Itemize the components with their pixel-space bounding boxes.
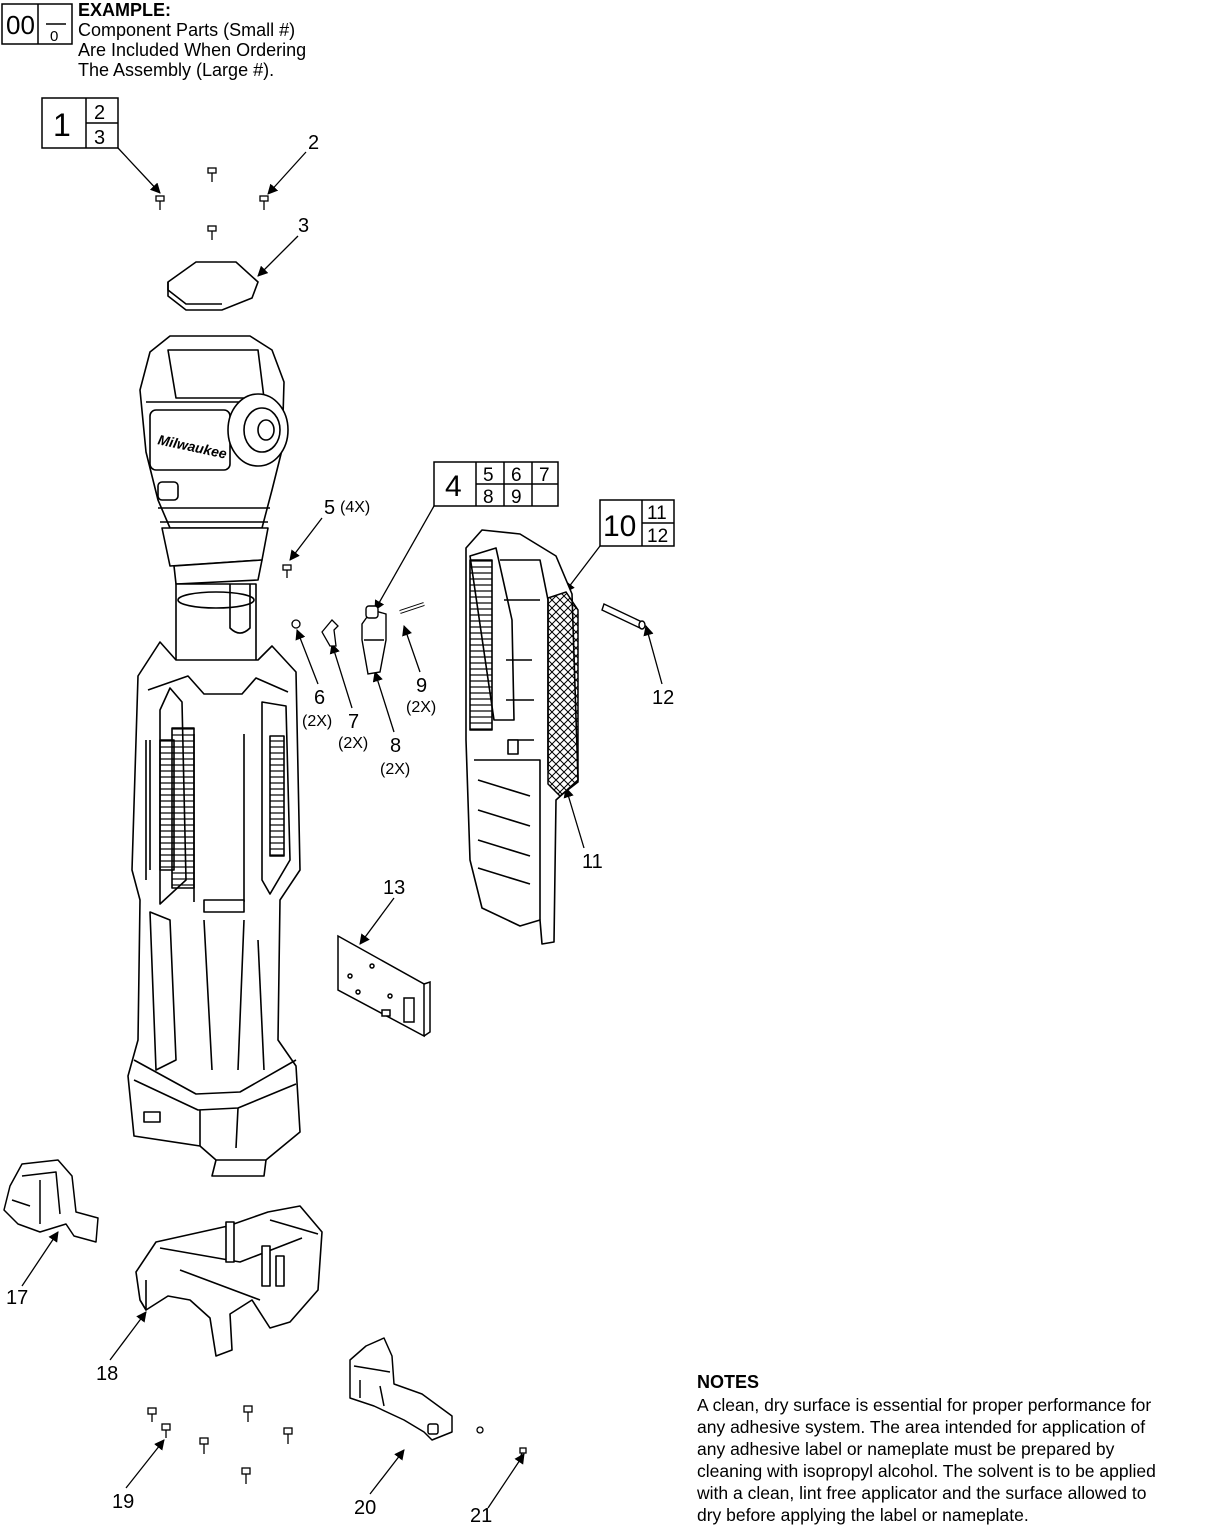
callout-3: 3: [298, 215, 309, 237]
screw-part-5: [282, 564, 292, 578]
callout-5: 5: [324, 497, 335, 519]
screws-part-21: [476, 1426, 527, 1459]
callout-17: 17: [6, 1287, 28, 1309]
notes-line-2: any adhesive system. The area intended f…: [697, 1417, 1146, 1437]
assembly-10-small-11: 11: [647, 503, 667, 524]
example-box: [1, 3, 73, 45]
assembly-4-small-8: 8: [483, 487, 494, 508]
screws-part-19: [147, 1405, 293, 1484]
assembly-4-small-7: 7: [539, 465, 550, 486]
assembly-4-small-9: 9: [511, 487, 522, 508]
assembly-10-large: 10: [603, 510, 636, 543]
callout-9-qty: (2X): [406, 699, 436, 716]
lens-plate: [167, 261, 259, 311]
assembly-1-small-a: 2: [94, 102, 105, 124]
light-main-body: Milwaukee: [127, 335, 301, 1177]
callout-18: 18: [96, 1363, 118, 1385]
example-heading: EXAMPLE:: [78, 0, 172, 20]
example-box-large: 00: [6, 10, 35, 40]
clip-part-7: [321, 619, 339, 647]
callout-6: 6: [314, 687, 325, 709]
assembly-box-10: [599, 499, 675, 547]
notes-line-6: dry before applying the label or namepla…: [697, 1505, 1029, 1525]
notes-line-1: A clean, dry surface is essential for pr…: [697, 1395, 1152, 1415]
callout-2: 2: [308, 132, 319, 154]
assembly-box-1: [41, 97, 119, 149]
assembly-4-small-5: 5: [483, 465, 494, 486]
callout-11: 11: [582, 851, 603, 873]
callout-6-qty: (2X): [302, 713, 332, 730]
callout-20: 20: [354, 1497, 376, 1519]
circuit-board-part-13: [337, 934, 431, 1038]
example-line-2: Are Included When Ordering: [78, 40, 307, 60]
example-line-3: The Assembly (Large #).: [78, 60, 275, 80]
notes-line-3: any adhesive label or nameplate must be …: [697, 1439, 1115, 1459]
notes-line-4: cleaning with isopropyl alcohol. The sol…: [697, 1461, 1156, 1481]
bracket-part-20: [349, 1337, 453, 1441]
grille-part-11: [547, 591, 579, 797]
assembly-10-small-12: 12: [647, 526, 668, 547]
leader-lines: [21, 147, 663, 1509]
callout-7-qty: (2X): [338, 735, 368, 752]
callout-8: 8: [390, 735, 401, 757]
callout-5-qty: (4X): [340, 499, 370, 516]
rod-part-12: [601, 603, 646, 630]
callout-12: 12: [652, 687, 674, 709]
nut-part-6: [291, 619, 301, 629]
example-line-1: Component Parts (Small #): [78, 20, 296, 40]
assembly-4-small-6: 6: [511, 465, 522, 486]
callout-7: 7: [348, 711, 359, 733]
assembly-1-large: 1: [53, 107, 71, 143]
callout-9: 9: [416, 675, 427, 697]
switch-part-8: [361, 605, 387, 675]
screws-part-2: [155, 167, 269, 240]
assembly-1-small-b: 3: [94, 127, 105, 149]
notes-line-5: with a clean, lint free applicator and t…: [697, 1483, 1147, 1503]
callout-labels: 2 3 5 (4X) 6 (2X) 7 (2X) 8 (2X) 9 (2X) 1…: [6, 132, 674, 1527]
callout-8-qty: (2X): [380, 761, 410, 778]
example-box-small: 0: [50, 28, 58, 45]
bracket-part-17: [3, 1159, 99, 1243]
assembly-4-large: 4: [445, 470, 462, 503]
assembly-box-4: [433, 461, 559, 507]
callout-21: 21: [470, 1505, 492, 1527]
callout-13: 13: [383, 877, 405, 899]
callout-19: 19: [112, 1491, 134, 1513]
notes-heading: NOTES: [697, 1372, 760, 1392]
base-part-18: [135, 1205, 323, 1357]
